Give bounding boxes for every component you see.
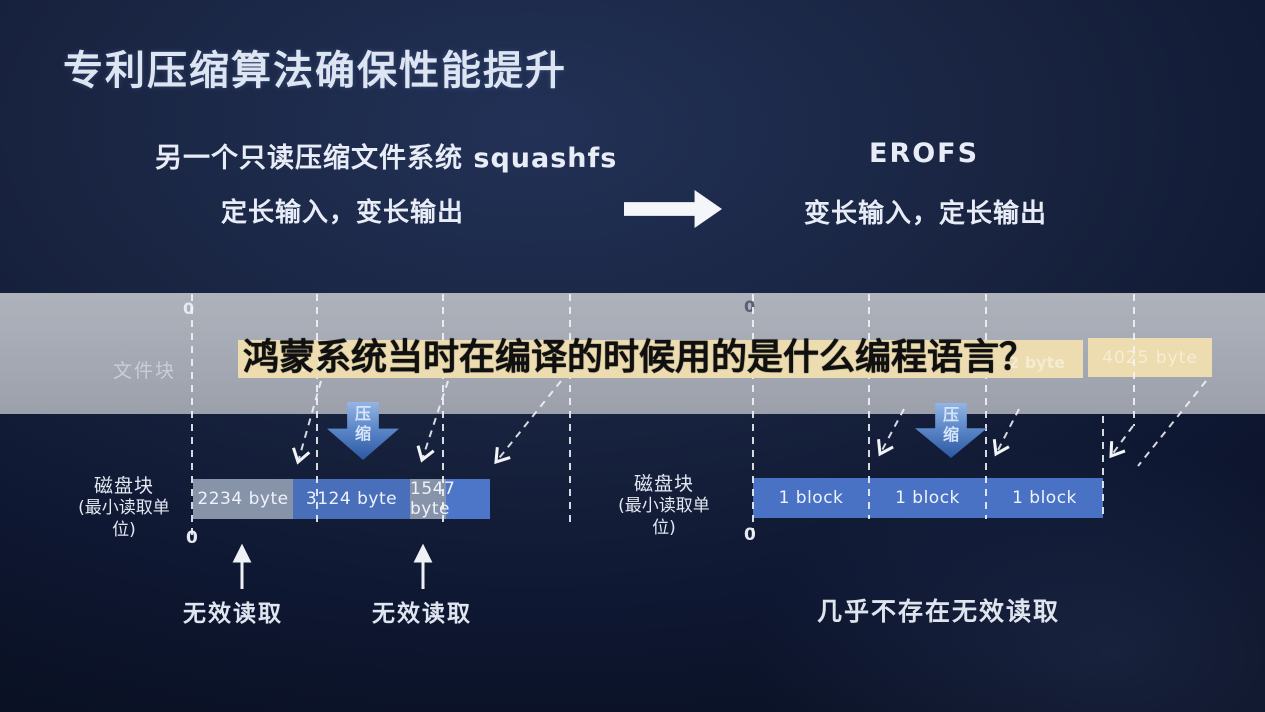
invalid-read-arrows (232, 543, 433, 589)
overlay-question-text: 鸿蒙系统当时在编译的时候用的是什么编程语言？ (243, 337, 1036, 378)
left-disk-row-label-line1: 磁盘块 (93, 475, 154, 497)
page-title: 专利压缩算法确保性能提升 (63, 48, 567, 94)
squashfs-io-label: 定长输入，变长输出 (221, 198, 465, 228)
disk-block-3124: 3124 byte (293, 479, 410, 519)
dashed-guides (191, 294, 1207, 541)
compress-arrow-left-label: 压缩 (354, 404, 371, 443)
left-disk-scale-origin: 0 (186, 528, 198, 548)
left-disk-row-label-line2: (最小读取单位) (78, 498, 170, 540)
right-disk-row-label-line2: (最小读取单位) (618, 496, 710, 538)
left-disk-bar: 2234 byte 3124 byte 1547 byte (193, 479, 490, 519)
erofs-io-label: 变长输入，定长输出 (804, 199, 1048, 229)
compress-arrow-right-label: 压缩 (942, 405, 959, 444)
disk-block-2234: 2234 byte (193, 479, 293, 519)
right-disk-bar: 1 block 1 block 1 block (753, 478, 1103, 518)
erofs-heading: EROFS (869, 138, 980, 169)
left-file-scale-origin: 0 (183, 299, 195, 318)
right-file-scale-origin: 0 (744, 297, 756, 316)
left-file-block-ghost-text: 1 b (300, 356, 329, 375)
right-disk-scale-origin: 0 (744, 525, 756, 545)
right-file-block-ghost-text: 2 byte (1008, 353, 1066, 372)
disk-block-1block-c: 1 block (986, 478, 1103, 518)
question-banner (238, 340, 1083, 378)
no-invalid-read-note: 几乎不存在无效读取 (816, 597, 1060, 626)
invalid-read-label-1: 无效读取 (183, 601, 283, 627)
right-disk-row-label-line1: 磁盘块 (633, 473, 694, 495)
disk-block-1block-a: 1 block (753, 478, 869, 518)
disk-block-1block-b: 1 block (869, 478, 986, 518)
file-row-label: 文件块 (113, 360, 177, 382)
disk-block-1547: 1547 byte (410, 479, 490, 519)
file-block-4025: 4025 byte (1088, 338, 1212, 377)
left-disk-row-label: 磁盘块 (最小读取单位) (72, 475, 176, 541)
invalid-read-label-2: 无效读取 (372, 601, 472, 627)
squashfs-heading: 另一个只读压缩文件系统 squashfs (155, 143, 618, 174)
right-disk-row-label: 磁盘块 (最小读取单位) (612, 473, 716, 539)
